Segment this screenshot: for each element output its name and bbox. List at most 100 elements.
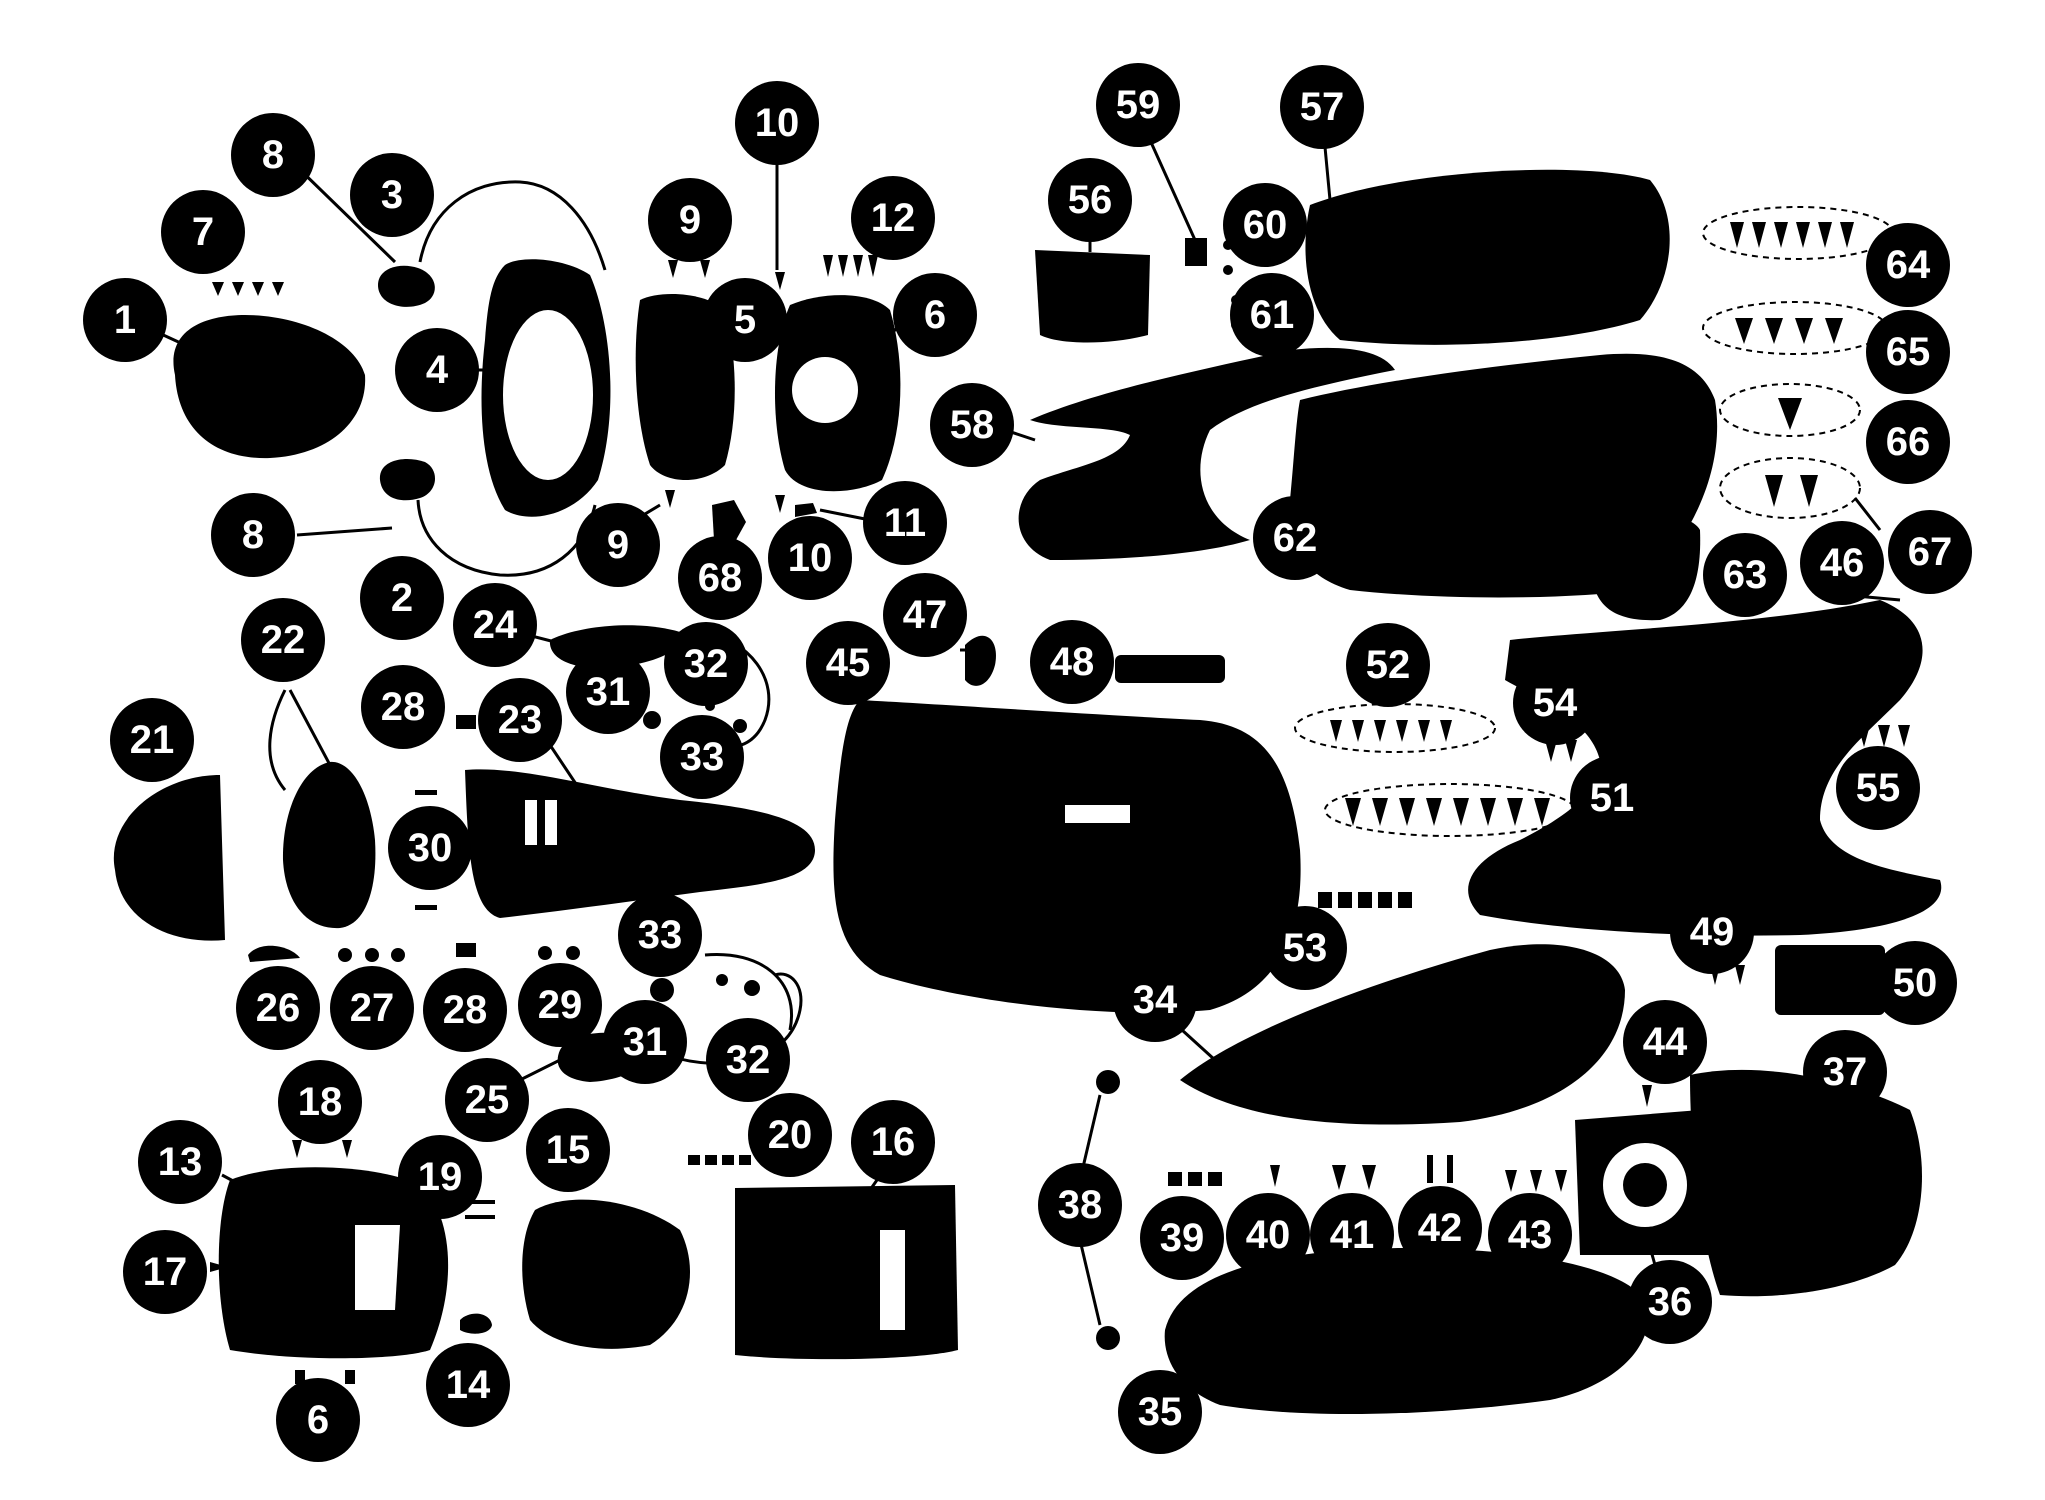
callout-30: 30 [388,806,472,890]
callout-32-bottom-label: 32 [726,1038,771,1082]
leader-8-bottom [296,526,393,537]
part-39-clips [1168,1172,1222,1186]
callout-3: 3 [350,153,434,237]
part-52-screws [1330,720,1452,742]
callout-8-top: 8 [231,113,315,197]
callout-23-label: 23 [498,698,543,742]
callout-42: 42 [1398,1186,1482,1270]
callout-57: 57 [1280,65,1364,149]
part-22-reflector [282,761,376,929]
callout-38: 38 [1038,1163,1122,1247]
part-51-screws [1345,798,1550,826]
part-59-shape [1185,238,1207,266]
callout-14-label: 14 [446,1363,491,1407]
part-53-clips [1318,892,1412,908]
callout-9-top-label: 9 [679,198,701,242]
part-23-slot-a [525,800,537,845]
callout-5-label: 5 [734,298,756,342]
callout-64-label: 64 [1886,243,1931,287]
part-32-wire [704,952,793,1031]
part-56-shape [1035,250,1150,343]
callout-1: 1 [83,278,167,362]
callout-22-label: 22 [261,618,306,662]
leader-45 [863,704,872,713]
callout-30-label: 30 [408,826,453,870]
callout-17-label: 17 [143,1250,188,1294]
leader-22 [288,689,332,766]
callout-40-label: 40 [1246,1213,1291,1257]
callout-58: 58 [930,383,1014,467]
callout-12-label: 12 [871,196,916,240]
part-1-shape [173,315,366,459]
callout-11-label: 11 [884,501,926,545]
callout-7: 7 [161,190,245,274]
callout-66: 66 [1866,400,1950,484]
part-63-shape [1592,514,1701,621]
callout-44: 44 [1623,1000,1707,1084]
callout-35: 35 [1118,1370,1202,1454]
callout-10-bottom-label: 10 [788,536,833,580]
callout-41-label: 41 [1330,1213,1375,1257]
part-65-screws [1735,318,1843,344]
callout-54: 54 [1513,661,1597,745]
callout-15-label: 15 [546,1128,591,1172]
callout-38-label: 38 [1058,1183,1103,1227]
callout-6-top: 6 [893,273,977,357]
part-48-shape [1115,655,1225,683]
callout-47-label: 47 [903,593,948,637]
callout-50-label: 50 [1893,961,1938,1005]
callout-60: 60 [1223,183,1307,267]
part-17-pin [210,1262,228,1272]
part-3-cable [418,180,607,271]
part-45-body [833,700,1301,1013]
part-55-screws [1838,725,1910,747]
callout-52: 52 [1346,623,1430,707]
callout-24-label: 24 [473,603,518,647]
callout-39: 39 [1140,1196,1224,1280]
part-13-window [355,1225,400,1310]
callout-16: 16 [851,1100,935,1184]
callout-31-top-label: 31 [586,670,631,714]
part-3-bulb [378,265,435,307]
callout-50: 50 [1873,941,1957,1025]
callout-28-bottom: 28 [423,968,507,1052]
leader-34 [1180,1028,1217,1062]
callout-62: 62 [1253,496,1337,580]
part-66-screw [1778,398,1802,430]
callout-65: 65 [1866,310,1950,394]
callout-1-label: 1 [114,298,136,342]
callout-53-label: 53 [1283,926,1328,970]
callout-61: 61 [1230,273,1314,357]
callout-56: 56 [1048,158,1132,242]
part-16-notch [880,1230,905,1330]
part-30-pins [415,790,437,910]
leader-23 [548,744,582,791]
callout-8-top-label: 8 [262,133,284,177]
callout-6-bottom-label: 6 [307,1398,329,1442]
callout-25: 25 [445,1058,529,1142]
callout-37-label: 37 [1823,1050,1868,1094]
part-18-pins [292,1140,352,1158]
part-38-bolt-top [1096,1070,1120,1094]
callout-23: 23 [478,678,562,762]
part-68-clip [712,500,746,540]
part-4-frame-opening [503,310,593,480]
callout-4-label: 4 [426,348,449,392]
callout-9-top: 9 [648,178,732,262]
callout-25-label: 25 [465,1078,510,1122]
part-52-group-outline [1294,703,1496,753]
callout-19: 19 [398,1135,482,1219]
part-66-group-outline [1719,383,1861,437]
callout-26-label: 26 [256,986,301,1030]
part-9-10-screws [665,260,785,513]
callout-34-label: 34 [1133,978,1178,1022]
callout-63-label: 63 [1723,553,1768,597]
part-28-block-upper [456,715,476,729]
callout-27: 27 [330,966,414,1050]
callout-29-label: 29 [538,983,583,1027]
part-38-bolt-bottom [1096,1326,1120,1350]
callout-41: 41 [1310,1193,1394,1277]
callout-32-top-label: 32 [684,642,729,686]
callout-5: 5 [703,278,787,362]
callout-12: 12 [851,176,935,260]
